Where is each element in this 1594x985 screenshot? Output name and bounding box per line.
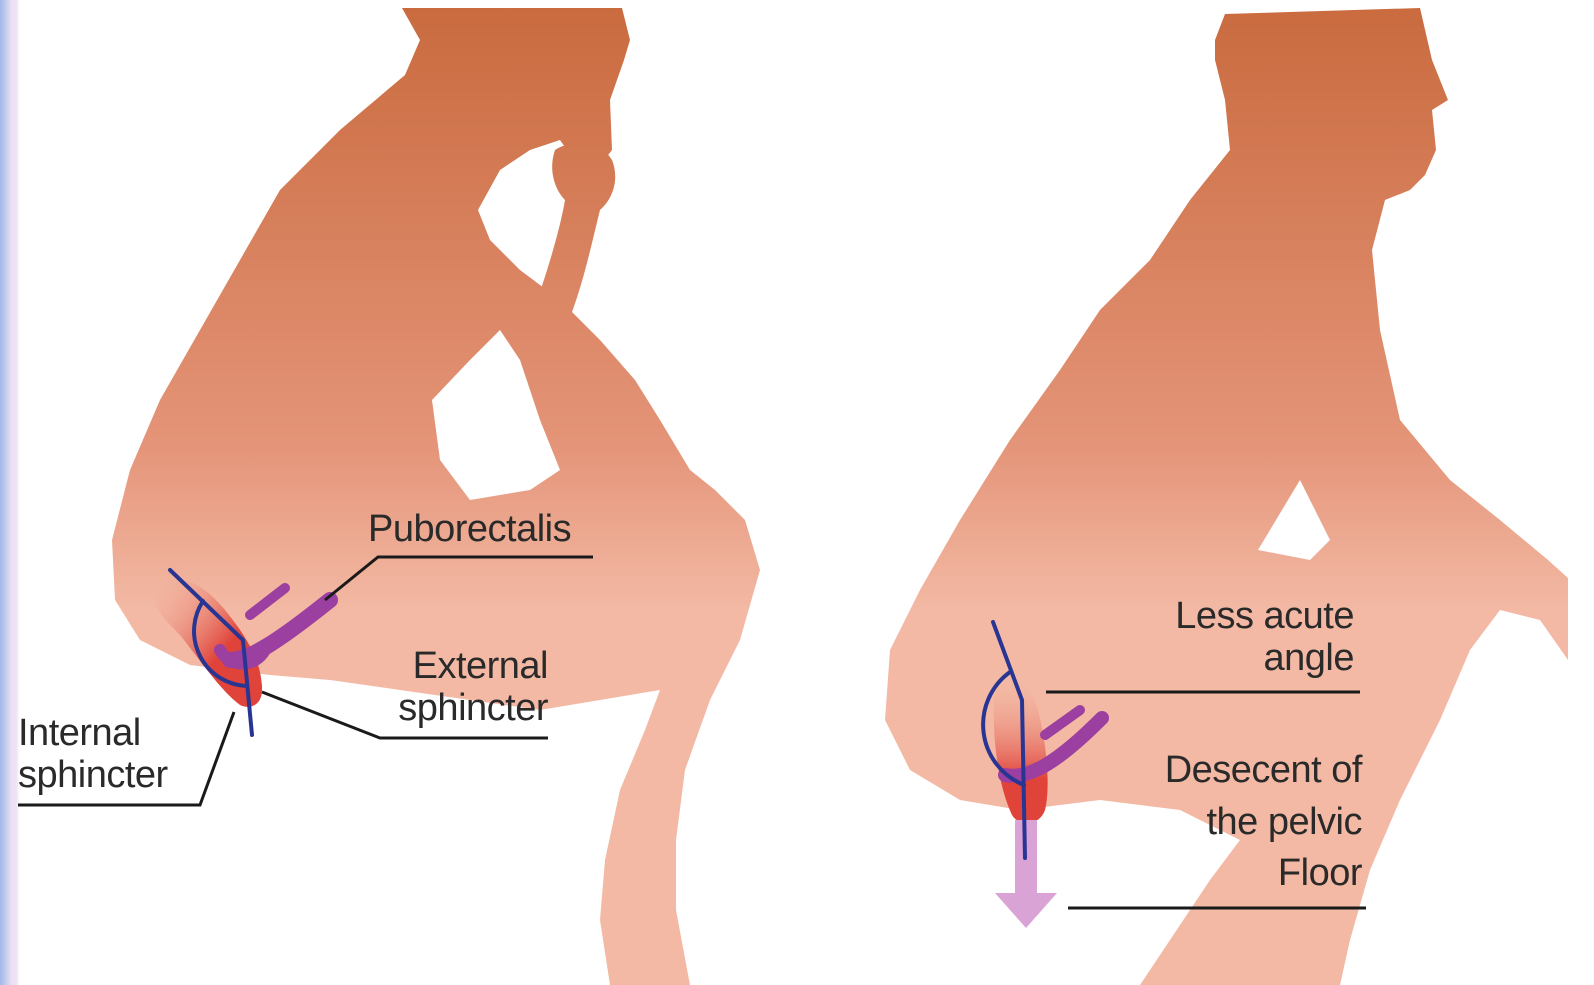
external-sphincter-label-line1: External [413,645,548,687]
less-acute-label-line1: Less acute [1175,595,1354,637]
internal-sphincter-label-line2: sphincter [18,754,169,796]
internal-sphincter-label-line1: Internal [18,712,141,754]
squatting-figure: Less acute angle Desecent of the pelvic … [885,8,1568,985]
puborectalis-label: Puborectalis [368,508,571,550]
squatting-sphincter-blob [1013,780,1043,824]
sitting-hand [530,143,615,340]
sitting-figure: Puborectalis External sphincter Internal… [18,8,760,985]
pelvic-descent-label-line2: the pelvic [1206,801,1362,843]
descent-arrow-head [995,893,1057,928]
less-acute-label-line2: angle [1264,637,1354,679]
external-sphincter-label-line2: sphincter [398,687,549,729]
pelvic-descent-label-line1: Desecent of [1165,749,1363,791]
pelvic-descent-label-line3: Floor [1278,852,1363,894]
sitting-body-silhouette [112,8,760,985]
